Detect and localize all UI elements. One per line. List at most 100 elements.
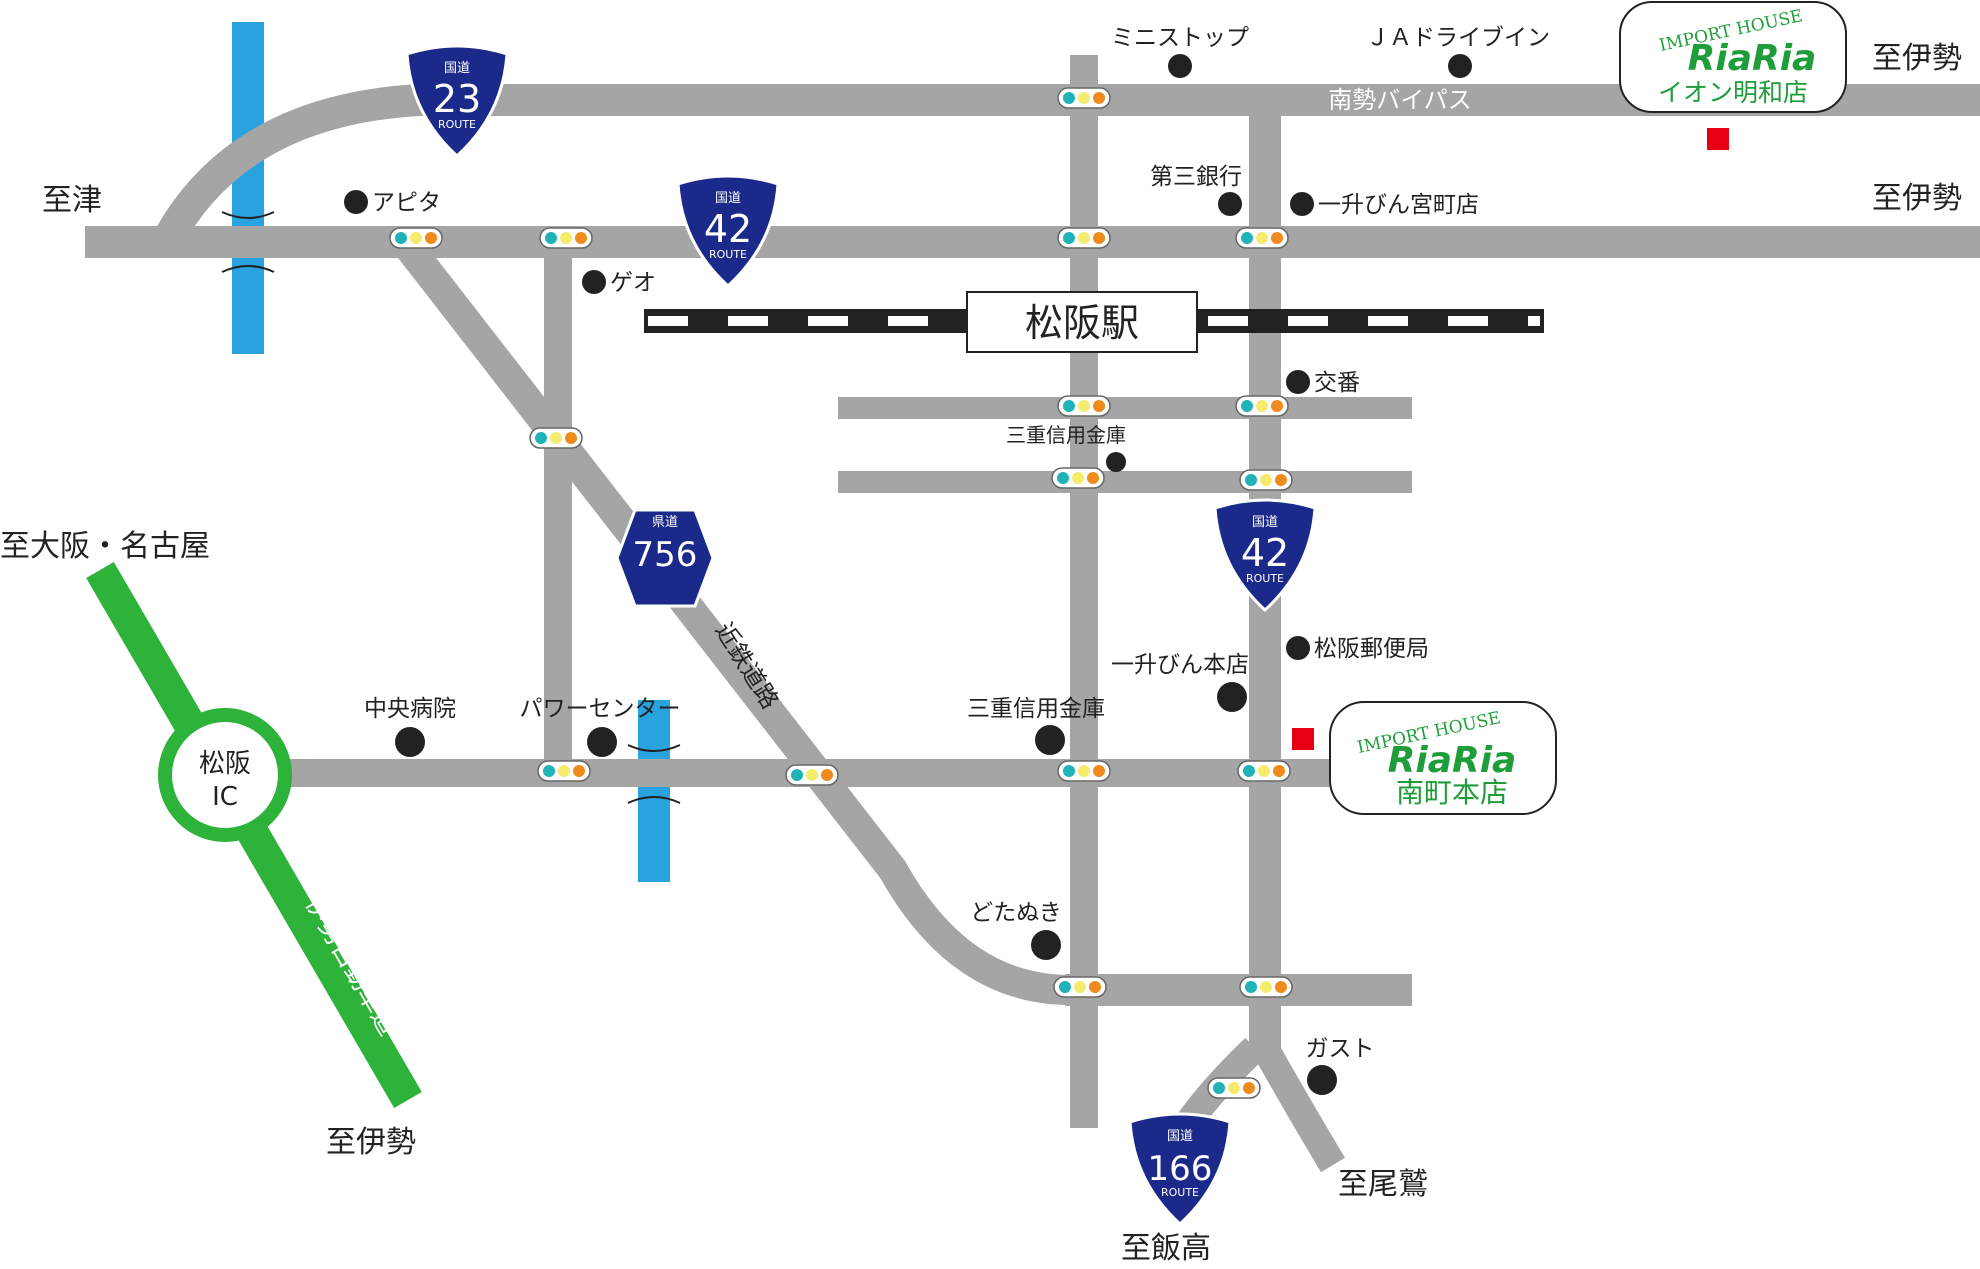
shield-kind: 国道 <box>1252 515 1278 530</box>
interchange-marker: 松阪 IC <box>158 708 292 842</box>
store-name: 南町本店 <box>1396 776 1508 809</box>
landmark-dot <box>1448 54 1472 78</box>
traffic-signal-icon <box>1057 87 1111 109</box>
shield-sub: ROUTE <box>438 118 476 131</box>
store-marker <box>1292 728 1314 750</box>
store-logo: RiaRia <box>1688 38 1817 79</box>
landmark-dot <box>1290 192 1314 216</box>
traffic-signal-icon <box>537 760 591 782</box>
traffic-signal-icon <box>539 227 593 249</box>
store-frame <box>1329 701 1557 815</box>
dest-osaka-nagoya: 至大阪・名古屋 <box>0 529 210 564</box>
shield-number: 23 <box>433 77 481 121</box>
bridge-south-bottom <box>627 796 681 804</box>
station-box <box>966 291 1198 353</box>
store-logo: RiaRia <box>1388 740 1517 781</box>
landmark-sanju-credit-1: 三重信用金庫 <box>1006 423 1126 447</box>
shield-sub: ROUTE <box>1246 572 1284 585</box>
dest-ise-mid: 至伊勢 <box>1872 181 1962 216</box>
landmark-apita: アピタ <box>372 190 441 216</box>
road-name-bypass: 南勢バイパス <box>1328 86 1472 114</box>
landmark-koban: 交番 <box>1314 370 1360 396</box>
traffic-signal-icon <box>1239 976 1293 998</box>
shield-number: 166 <box>1148 1149 1213 1189</box>
store-name: イオン明和店 <box>1658 78 1808 107</box>
shield-kind: 国道 <box>444 61 470 76</box>
store-frame <box>1619 1 1847 113</box>
bridge-west-top <box>221 211 275 219</box>
landmark-sanju-credit-2: 三重信用金庫 <box>967 696 1105 722</box>
landmark-geo: ゲオ <box>610 270 656 296</box>
shield-number: 42 <box>1241 531 1289 575</box>
interchange-ic: IC <box>212 782 238 812</box>
landmarks: ミニストップ ＪＡドライブイン 第三銀行 一升びん宮町店 アピタ ゲオ 交番 三… <box>344 25 1550 1095</box>
bridge-south-top <box>627 744 681 752</box>
shield-sub: ROUTE <box>1161 1186 1199 1199</box>
store-marker <box>1707 128 1729 150</box>
landmark-dot <box>1168 54 1192 78</box>
store-minamimachi: IMPORT HOUSE RiaRia 南町本店 <box>1292 701 1557 815</box>
dest-tsu: 至津 <box>42 183 102 218</box>
traffic-signal-icon <box>389 227 443 249</box>
landmark-issho-miyamachi: 一升びん宮町店 <box>1318 192 1479 218</box>
dest-ise-top: 至伊勢 <box>1872 41 1962 76</box>
landmark-ja-drivein: ＪＡドライブイン <box>1366 25 1550 51</box>
landmark-dot <box>582 270 606 294</box>
traffic-signal-icon <box>1207 1077 1261 1099</box>
shield-kind: 国道 <box>715 191 741 206</box>
road-to-owase <box>1252 1041 1346 1173</box>
traffic-signal-icon <box>785 764 839 786</box>
landmark-dot <box>587 727 617 757</box>
landmark-issho-honten: 一升びん本店 <box>1111 652 1249 678</box>
traffic-signal-icon <box>1235 395 1289 417</box>
landmark-dot <box>344 190 368 214</box>
landmark-dot <box>1286 370 1310 394</box>
shield-number: 42 <box>704 207 752 251</box>
traffic-signals <box>389 87 1293 1099</box>
landmark-dot <box>1218 192 1242 216</box>
railway: 松阪駅 <box>644 291 1544 353</box>
shield-kind: 国道 <box>1167 1129 1193 1144</box>
route-shield-icon: 県道 756 <box>615 508 715 608</box>
landmark-post-office: 松阪郵便局 <box>1314 636 1429 662</box>
traffic-signal-icon <box>1057 760 1111 782</box>
landmark-power-center: パワーセンター <box>520 696 681 722</box>
dest-iitaka: 至飯高 <box>1121 1231 1211 1266</box>
traffic-signal-icon <box>1057 395 1111 417</box>
road-route23-curve <box>150 84 421 253</box>
landmark-gusto: ガスト <box>1306 1036 1375 1062</box>
interchange-circle <box>158 708 292 842</box>
river-west <box>232 22 264 354</box>
landmark-dot <box>1031 930 1061 960</box>
landmark-dot <box>1307 1065 1337 1095</box>
landmark-ministop: ミニストップ <box>1111 25 1249 51</box>
traffic-signal-icon <box>1235 227 1289 249</box>
landmark-dot <box>1217 682 1247 712</box>
river-south <box>638 700 670 882</box>
station-name: 松阪駅 <box>1025 301 1139 345</box>
route-shields: 国道23ROUTE国道42ROUTE県道756国道42ROUTE国道166ROU… <box>405 44 1317 1227</box>
dest-owase: 至尾鷲 <box>1338 1167 1428 1202</box>
landmark-dot <box>1106 452 1126 472</box>
bridges <box>221 211 681 804</box>
traffic-signal-icon <box>1237 760 1291 782</box>
shield-number: 756 <box>633 535 698 575</box>
traffic-signal-icon <box>1239 469 1293 491</box>
dest-ise-bottom: 至伊勢 <box>326 1125 416 1160</box>
landmark-daisan-bank: 第三銀行 <box>1150 164 1242 190</box>
bridge-west-bottom <box>221 265 275 273</box>
store-aeon-meiwa: IMPORT HOUSE RiaRia イオン明和店 <box>1619 1 1847 150</box>
shield-sub: ROUTE <box>709 248 747 261</box>
landmark-chuo-hospital: 中央病院 <box>364 696 456 722</box>
traffic-signal-icon <box>1051 467 1105 489</box>
shield-kind: 県道 <box>652 515 678 530</box>
traffic-signal-icon <box>529 427 583 449</box>
road-kintetsu <box>388 226 1071 1005</box>
landmark-dot <box>395 727 425 757</box>
interchange-name: 松阪 <box>199 749 251 779</box>
traffic-signal-icon <box>1057 227 1111 249</box>
destinations: 至津 至伊勢 至伊勢 至大阪・名古屋 至伊勢 至飯高 至尾鷲 <box>0 41 1962 1266</box>
